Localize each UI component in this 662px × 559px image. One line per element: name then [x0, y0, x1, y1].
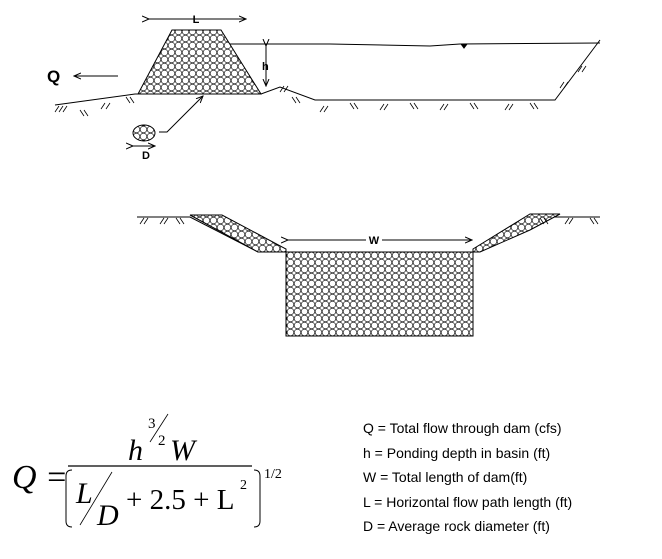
ground-hatching — [139, 217, 599, 225]
eq-outer-exp: 1/2 — [264, 467, 282, 482]
legend-item-h: h = Ponding depth in basin (ft) — [363, 444, 551, 461]
profile-view — [54, 19, 601, 146]
rock-dam-profile — [137, 29, 262, 95]
legend-item-w: W = Total length of dam(ft) — [363, 469, 528, 485]
eq-h: h — [128, 434, 143, 467]
brackets — [65, 469, 261, 528]
eq-lhs: Q = — [12, 459, 68, 496]
width-label: W — [369, 235, 380, 247]
height-label: h — [262, 61, 269, 73]
water-surface — [230, 42, 601, 47]
ground-left — [54, 39, 601, 106]
eq-d: D — [96, 499, 119, 532]
rock-sample — [132, 124, 156, 142]
rock-dam-left-bank — [189, 214, 287, 253]
flow-label: Q — [47, 67, 60, 86]
ground-hatching — [54, 65, 587, 117]
cross-section-view — [137, 213, 600, 337]
rock-leader-line — [159, 96, 203, 133]
rock-dam-section — [285, 251, 474, 337]
water-marker-icon — [460, 43, 468, 49]
rock-dam-right-bank — [472, 213, 561, 253]
length-label: L — [193, 14, 200, 26]
variable-legend: Q = Total flow through dam (cfs) h = Pon… — [363, 416, 572, 539]
eq-l-squared: 2 — [240, 478, 247, 493]
eq-l: L — [75, 477, 93, 510]
eq-w: W — [170, 434, 198, 467]
eq-h-exp-top: 3 — [148, 416, 156, 432]
legend-item-d: D = Average rock diameter (ft) — [363, 518, 550, 534]
legend-item-q: Q = Total flow through dam (cfs) — [363, 420, 562, 436]
eq-den-rest: + 2.5 + L — [126, 484, 234, 516]
legend-item-l: L = Horizontal flow path length (ft) — [363, 493, 573, 510]
eq-h-exp-bottom: 2 — [158, 433, 166, 449]
diameter-label: D — [142, 150, 150, 162]
flow-equation: Q = h 3 2 W L D + 2.5 + L 2 1/2 — [12, 413, 282, 532]
